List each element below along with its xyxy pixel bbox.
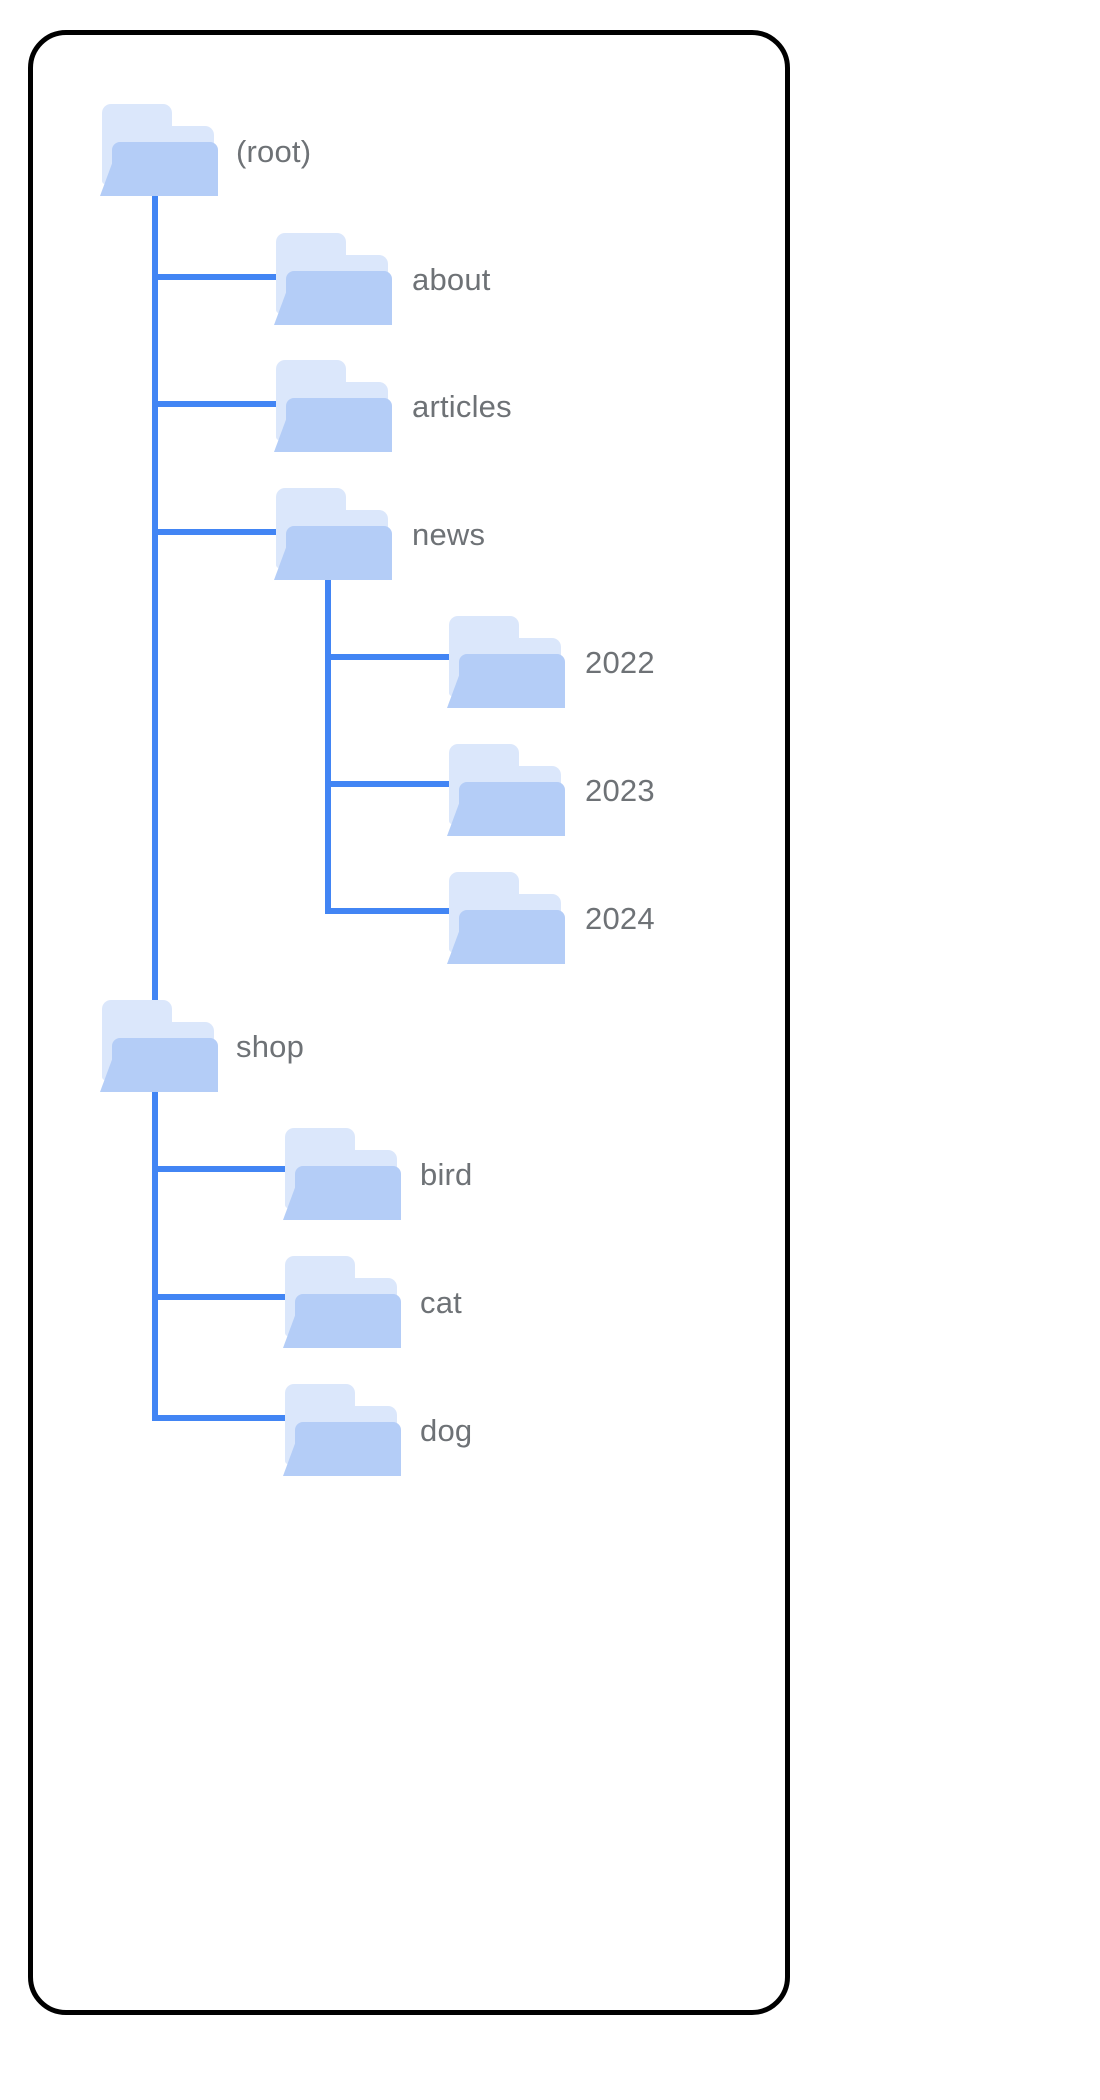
folder-label-articles: articles — [412, 389, 512, 424]
folder-front-flap-about — [286, 271, 392, 325]
folder-label-about: about — [412, 262, 491, 297]
folder-front-flap-dog — [295, 1422, 401, 1476]
folder-icon-2024[interactable] — [447, 868, 565, 964]
folder-icon-root[interactable] — [100, 100, 218, 196]
folder-icon-about[interactable] — [274, 229, 392, 325]
folder-front-flap-shop — [112, 1038, 218, 1092]
folder-icon-2023[interactable] — [447, 740, 565, 836]
folder-front-flap-articles — [286, 398, 392, 452]
folder-front-flap-2023 — [459, 782, 565, 836]
folder-front-flap-root — [112, 142, 218, 196]
tree-connector-branch-dog — [152, 1415, 287, 1421]
folder-front-flap-cat — [295, 1294, 401, 1348]
folder-front-flap-news — [286, 526, 392, 580]
folder-label-bird: bird — [420, 1157, 473, 1192]
folder-icon-bird[interactable] — [283, 1124, 401, 1220]
tree-connector-branch-about — [152, 274, 278, 280]
folder-icon-articles[interactable] — [274, 356, 392, 452]
tree-connector-branch-2024 — [325, 908, 453, 914]
folder-icon-news[interactable] — [274, 484, 392, 580]
folder-label-shop: shop — [236, 1029, 305, 1064]
folder-label-2022: 2022 — [585, 645, 655, 680]
folder-front-flap-2024 — [459, 910, 565, 964]
tree-connector-branch-2022 — [325, 654, 453, 660]
folder-label-dog: dog — [420, 1413, 473, 1448]
folder-icon-cat[interactable] — [283, 1252, 401, 1348]
tree-connector-branch-news — [152, 529, 278, 535]
tree-connector-branch-bird — [152, 1166, 287, 1172]
tree-connector-branch-2023 — [325, 781, 453, 787]
folder-front-flap-bird — [295, 1166, 401, 1220]
folder-label-2024: 2024 — [585, 901, 655, 936]
folder-front-flap-2022 — [459, 654, 565, 708]
folder-label-news: news — [412, 517, 486, 552]
tree-connector-branch-cat — [152, 1294, 287, 1300]
folder-label-root: (root) — [236, 134, 312, 169]
tree-connector-spine-root — [152, 170, 158, 1018]
tree-connector-branch-articles — [152, 401, 278, 407]
folder-icon-dog[interactable] — [283, 1380, 401, 1476]
folder-icon-shop[interactable] — [100, 996, 218, 1092]
folder-icon-2022[interactable] — [447, 612, 565, 708]
folder-label-2023: 2023 — [585, 773, 655, 808]
tree-connector-spine-shop — [152, 1066, 158, 1421]
folder-label-cat: cat — [420, 1285, 462, 1320]
tree-connector-spine-news — [325, 554, 331, 914]
